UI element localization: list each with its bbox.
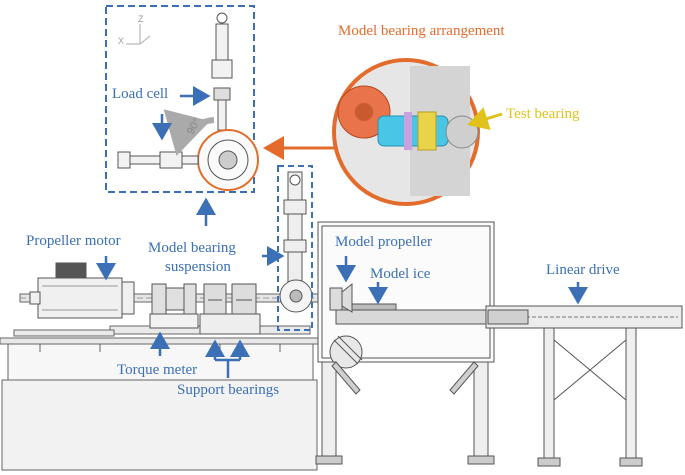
label-model-bearing-arrangement: Model bearing arrangement — [338, 23, 505, 39]
axis-triad — [126, 24, 151, 45]
linear-drive-rail — [485, 305, 683, 329]
ice-tank — [317, 221, 495, 369]
tank-legs — [315, 361, 495, 465]
label-torque-meter: Torque meter — [117, 362, 198, 378]
support-bearings — [199, 283, 261, 335]
label-model-bearing-suspension-2: suspension — [165, 259, 231, 275]
label-support-bearings: Support bearings — [177, 382, 280, 398]
yellow-test-bearing-arrow — [467, 107, 503, 131]
angle-arc — [163, 109, 215, 156]
axis-x-label: X — [118, 36, 124, 46]
axis-z-label: Z — [138, 14, 144, 24]
linear-drive-stand — [537, 327, 643, 467]
label-propeller-motor: Propeller motor — [26, 233, 121, 249]
base-platform — [0, 337, 319, 471]
propeller-motor — [29, 262, 135, 319]
label-model-propeller: Model propeller — [335, 234, 433, 250]
label-model-bearing-suspension-1: Model bearing — [148, 240, 236, 256]
label-test-bearing: Test bearing — [506, 106, 580, 122]
model-propeller — [329, 282, 353, 313]
blue-label-arrows — [96, 86, 588, 378]
torque-meter — [149, 283, 199, 329]
label-linear-drive: Linear drive — [546, 262, 620, 278]
label-model-ice: Model ice — [370, 266, 431, 282]
label-load-cell: Load cell — [112, 86, 169, 102]
load-cell-schematic — [117, 12, 259, 191]
suspension-column — [279, 171, 313, 313]
bearing-closeup — [332, 58, 480, 206]
